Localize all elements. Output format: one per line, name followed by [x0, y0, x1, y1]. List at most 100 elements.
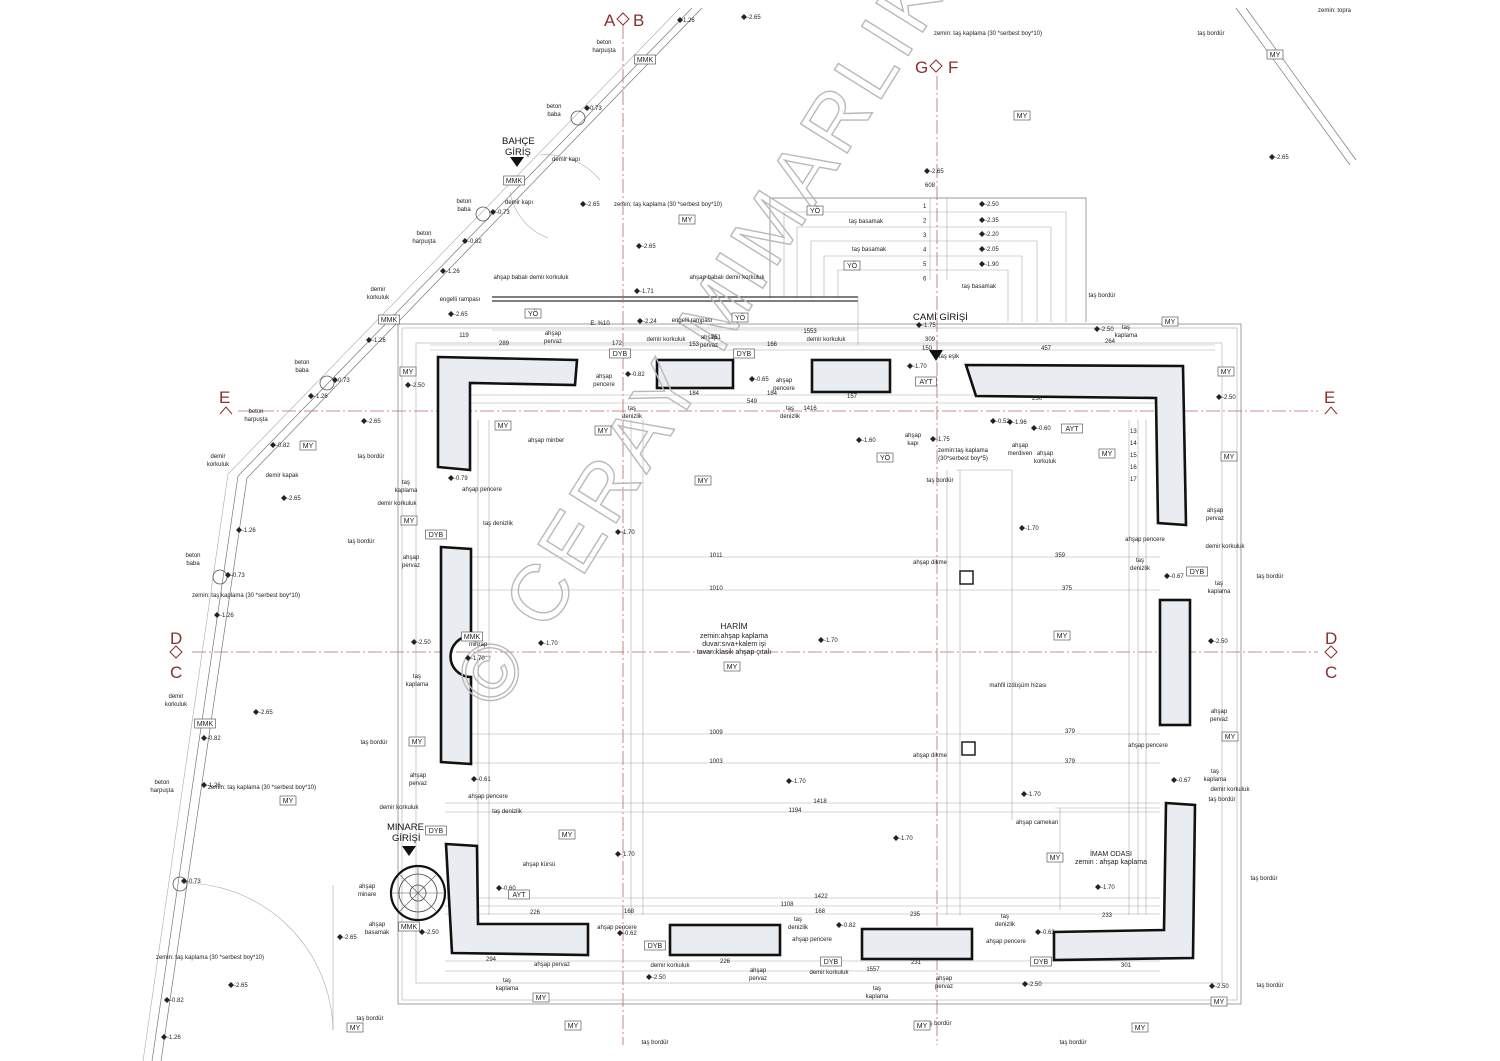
elevation-mark: -2.65 [636, 243, 656, 250]
elevation-symbol [236, 527, 242, 533]
material-label: ahşap [359, 884, 376, 890]
accessible-ramp [492, 296, 859, 345]
code-tag: MY [913, 1020, 931, 1031]
wall-north-2 [810, 358, 892, 394]
elevation-mark: -1.26 [308, 393, 328, 400]
tag-text: YÖ [810, 207, 821, 215]
elevation-symbol [634, 288, 640, 294]
elevation-value: -0.73 [231, 573, 245, 579]
tag-text: YÖ [528, 310, 539, 318]
tag-box [398, 921, 420, 932]
elevation-mark: -2.65 [337, 934, 357, 941]
dimension-value: 379 [1065, 759, 1076, 765]
material-label: harpuşta [592, 48, 616, 54]
material-label: ahşap pencere [792, 937, 832, 943]
elevation-mark: -2.65 [361, 418, 381, 425]
tag-box [678, 214, 696, 225]
material-label: pervaz [700, 343, 718, 349]
dimension-value: 264 [1105, 339, 1116, 345]
code-tag: DYB [425, 825, 447, 836]
tag-text: DYB [648, 943, 663, 950]
material-label: korkuluk [1034, 459, 1057, 465]
code-tag: MY [558, 829, 576, 840]
tag-text: YÖ [735, 314, 746, 322]
material-label: taş [1136, 558, 1144, 564]
post-circles [172, 110, 586, 892]
dimension-value: 289 [499, 341, 510, 347]
material-label: taş bordür [1208, 797, 1235, 803]
elevation-value: -2.20 [985, 232, 999, 238]
elevation-mark: -1.26 [161, 1034, 181, 1041]
tag-box [723, 661, 741, 672]
imam-room-note: zemin : ahşap kaplama [1075, 859, 1147, 866]
elevation-symbol [1209, 983, 1215, 989]
elevation-mark: -1.60 [856, 437, 876, 444]
axis-letters: A B G F E E D C D C [170, 11, 1337, 682]
tag-box [1217, 366, 1235, 377]
material-label: denizlik [1130, 566, 1151, 572]
material-label: taş denizlik [483, 521, 514, 527]
material-label: taş [1215, 581, 1223, 587]
elevation-mark: -0.60 [1031, 425, 1051, 432]
material-label: zemin: taş kaplama (30 *serbest boy*10) [156, 955, 264, 961]
code-tag: MY [408, 736, 426, 747]
elevation-mark: -0.62 [617, 930, 637, 937]
elevation-symbol [405, 382, 411, 388]
dimension-value: 301 [1121, 963, 1132, 969]
material-label: taş [402, 480, 410, 486]
elevation-value: -1.71 [640, 289, 654, 295]
elevation-symbol [471, 776, 477, 782]
elevation-symbol [1164, 573, 1170, 579]
code-tag: MY [1161, 316, 1179, 327]
dimension-value: 1553 [803, 329, 817, 335]
material-label: demir kapı [505, 200, 533, 206]
code-tag: MMK [378, 314, 400, 325]
material-label: pervaz [935, 984, 953, 990]
elevation-value: -0.79 [454, 476, 468, 482]
elevation-mark: -1.70 [818, 637, 838, 644]
elevation-symbol [361, 418, 367, 424]
elevation-value: -1.70 [792, 779, 806, 785]
tag-text: AYT [1065, 426, 1079, 433]
material-label: zemin: taş kaplama (30 *serbest boy*10) [934, 31, 1042, 37]
step-number: 13 [1130, 429, 1137, 435]
tag-box [461, 631, 483, 642]
elevation-value: -2.65 [1275, 155, 1289, 161]
dimension-value: 168 [624, 909, 635, 915]
elevation-symbol [741, 14, 747, 20]
elevation-value: -1.75 [922, 323, 936, 329]
elevation-value: -2.65 [367, 419, 381, 425]
dimension-value: 233 [1102, 913, 1113, 919]
code-tag: MY [694, 475, 712, 486]
elevation-value: -2.50 [1222, 395, 1236, 401]
elevation-mark: -0.73 [225, 572, 245, 579]
elevation-mark: -2.50 [419, 929, 439, 936]
walls [436, 355, 1197, 962]
elevation-symbol [1171, 777, 1177, 783]
elevation-symbol [924, 168, 930, 174]
tag-box [425, 529, 447, 540]
material-label: ahşap [1207, 508, 1224, 514]
minaret [389, 864, 447, 922]
garden-entry-line1: BAHÇE [502, 136, 535, 147]
material-label: ahşap [596, 374, 613, 380]
code-tag: MY [1266, 49, 1284, 60]
elevation-mark: -0.60 [496, 885, 516, 892]
tag-box [346, 1022, 364, 1033]
elevation-value: -1.26 [207, 783, 221, 789]
elevation-value: -2.35 [985, 218, 999, 224]
elevation-value: -2.24 [643, 319, 657, 325]
elevation-mark: -2.50 [979, 201, 999, 208]
dimension-value: 153 [689, 342, 700, 348]
minaret-entry-line2: GİRİŞİ [392, 833, 421, 844]
site-boundary-left [142, 7, 703, 1061]
dimension-value: 235 [910, 912, 921, 918]
elevation-value: -0.82 [842, 923, 856, 929]
step-number: 15 [1130, 453, 1137, 459]
elevation-value: -0.82 [207, 736, 221, 742]
elevation-mark: -2.50 [1094, 326, 1114, 333]
minaret-entry-arrow [402, 846, 416, 856]
material-label: pervaz [402, 563, 420, 569]
